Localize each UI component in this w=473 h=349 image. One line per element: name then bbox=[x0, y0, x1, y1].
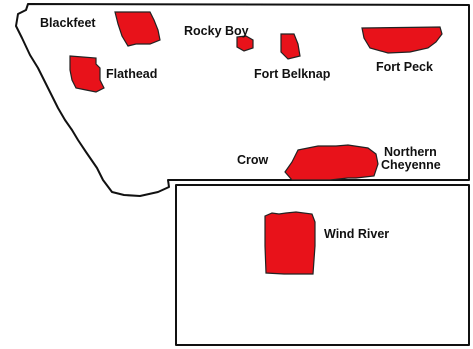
wyoming-outline bbox=[175, 184, 470, 346]
flathead-label: Flathead bbox=[106, 67, 157, 81]
northern-cheyenne-label-line1: Northern bbox=[384, 145, 437, 159]
northern-cheyenne-label-line2: Cheyenne bbox=[381, 158, 441, 172]
blackfeet-label: Blackfeet bbox=[40, 16, 96, 30]
fort-peck-label: Fort Peck bbox=[376, 60, 433, 74]
wind-river-reservation bbox=[264, 211, 316, 275]
blackfeet-reservation bbox=[114, 11, 161, 47]
fort-belknap-reservation bbox=[280, 33, 301, 60]
fort-peck-reservation bbox=[361, 26, 443, 54]
crow-label: Crow bbox=[237, 153, 269, 167]
crow-northern-cheyenne-reservation bbox=[284, 144, 379, 181]
rocky-boy-reservation bbox=[236, 35, 254, 52]
flathead-reservation bbox=[69, 55, 105, 93]
wind-river-label: Wind River bbox=[324, 227, 389, 241]
fort-belknap-label: Fort Belknap bbox=[254, 67, 331, 81]
rocky-boy-label: Rocky Boy bbox=[184, 24, 249, 38]
